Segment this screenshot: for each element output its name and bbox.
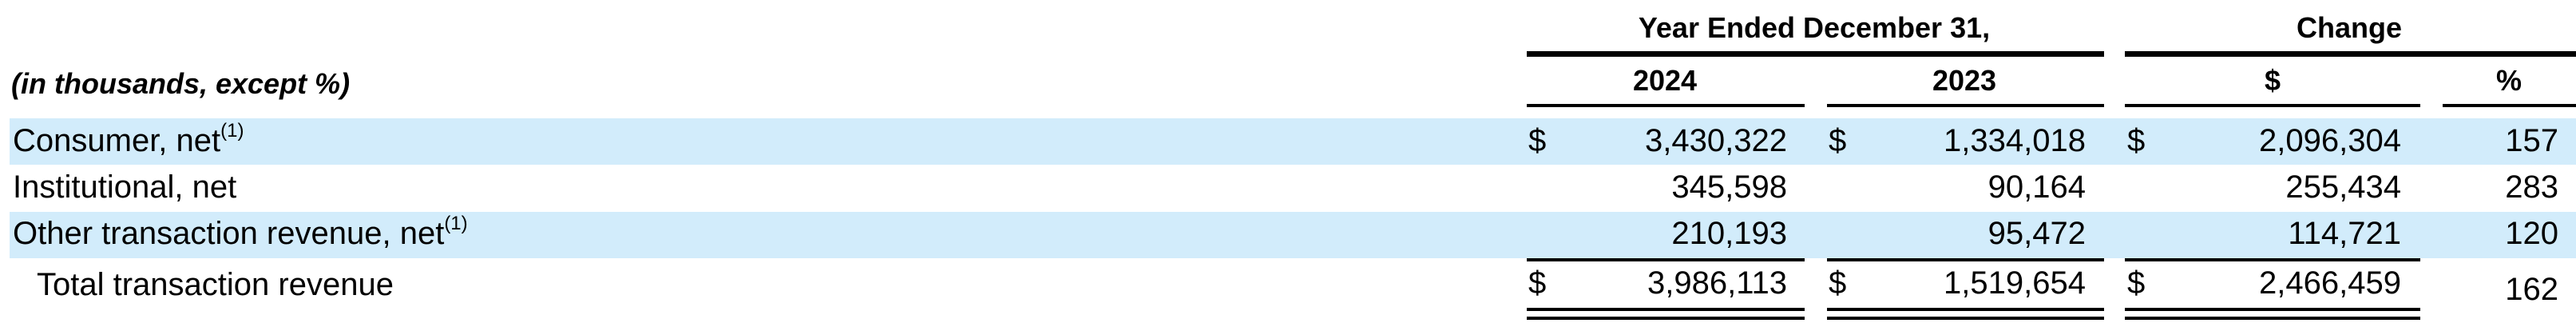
value-2024: 3,430,322 [1645, 123, 1787, 158]
value-2024: 210,193 [1671, 216, 1787, 251]
value-change: 255,434 [2285, 169, 2401, 205]
currency-symbol: $ [1528, 123, 1547, 158]
currency-symbol: $ [2127, 123, 2146, 158]
value-change: 114,721 [2288, 216, 2401, 251]
subtotal-rule-2023 [1827, 258, 2104, 261]
rule-change-pct [2443, 104, 2576, 107]
row-label: Other transaction revenue, net(1) [13, 213, 468, 252]
value-pct: 120 [2505, 216, 2558, 251]
value-2023: 90,164 [1987, 169, 2086, 205]
double-rule-change-bottom [2125, 317, 2420, 320]
rule-change-dollar [2125, 104, 2420, 107]
total-label: Total transaction revenue [37, 267, 394, 302]
col-header-change-dollar: $ [2264, 64, 2281, 97]
header-year-ended: Year Ended December 31, [1638, 11, 1991, 44]
value-2023: 1,334,018 [1944, 123, 2086, 158]
total-pct: 162 [2505, 272, 2558, 307]
value-2023: 95,472 [1987, 216, 2086, 251]
total-change: 2,466,459 [2259, 265, 2401, 301]
rule-2024 [1527, 104, 1805, 107]
total-2023: 1,519,654 [1944, 265, 2086, 301]
double-rule-2023-top [1827, 308, 2104, 311]
subtotal-rule-2024 [1527, 258, 1805, 261]
double-rule-2024-top [1527, 308, 1805, 311]
currency-symbol: $ [2127, 265, 2146, 301]
currency-symbol: $ [1528, 265, 1547, 301]
double-rule-change-top [2125, 308, 2420, 311]
double-rule-2024-bottom [1527, 317, 1805, 320]
total-2024: 3,986,113 [1647, 265, 1787, 301]
row-label-text: Other transaction revenue, net [13, 216, 445, 251]
col-header-2024: 2024 [1632, 64, 1698, 97]
header-change: Change [2296, 11, 2403, 44]
rule-2023 [1827, 104, 2104, 107]
units-note: (in thousands, except %) [11, 67, 351, 100]
footnote-marker: (1) [220, 120, 244, 142]
currency-symbol: $ [1829, 123, 1847, 158]
row-band-other [10, 212, 2576, 258]
col-header-2023: 2023 [1932, 64, 1997, 97]
double-rule-2023-bottom [1827, 317, 2104, 320]
subtotal-rule-change [2125, 258, 2420, 261]
value-2024: 345,598 [1671, 169, 1787, 205]
col-header-change-pct: % [2495, 64, 2522, 97]
value-pct: 157 [2505, 123, 2558, 158]
value-change: 2,096,304 [2259, 123, 2401, 158]
row-band-consumer [10, 118, 2576, 165]
row-label: Consumer, net(1) [13, 120, 244, 159]
value-pct: 283 [2505, 169, 2558, 205]
header-rule-change [2125, 51, 2576, 57]
currency-symbol: $ [1829, 265, 1847, 301]
footnote-marker: (1) [444, 213, 468, 234]
row-label: Institutional, net [13, 169, 237, 205]
row-label-text: Consumer, net [13, 123, 221, 158]
header-rule-year [1527, 51, 2104, 57]
